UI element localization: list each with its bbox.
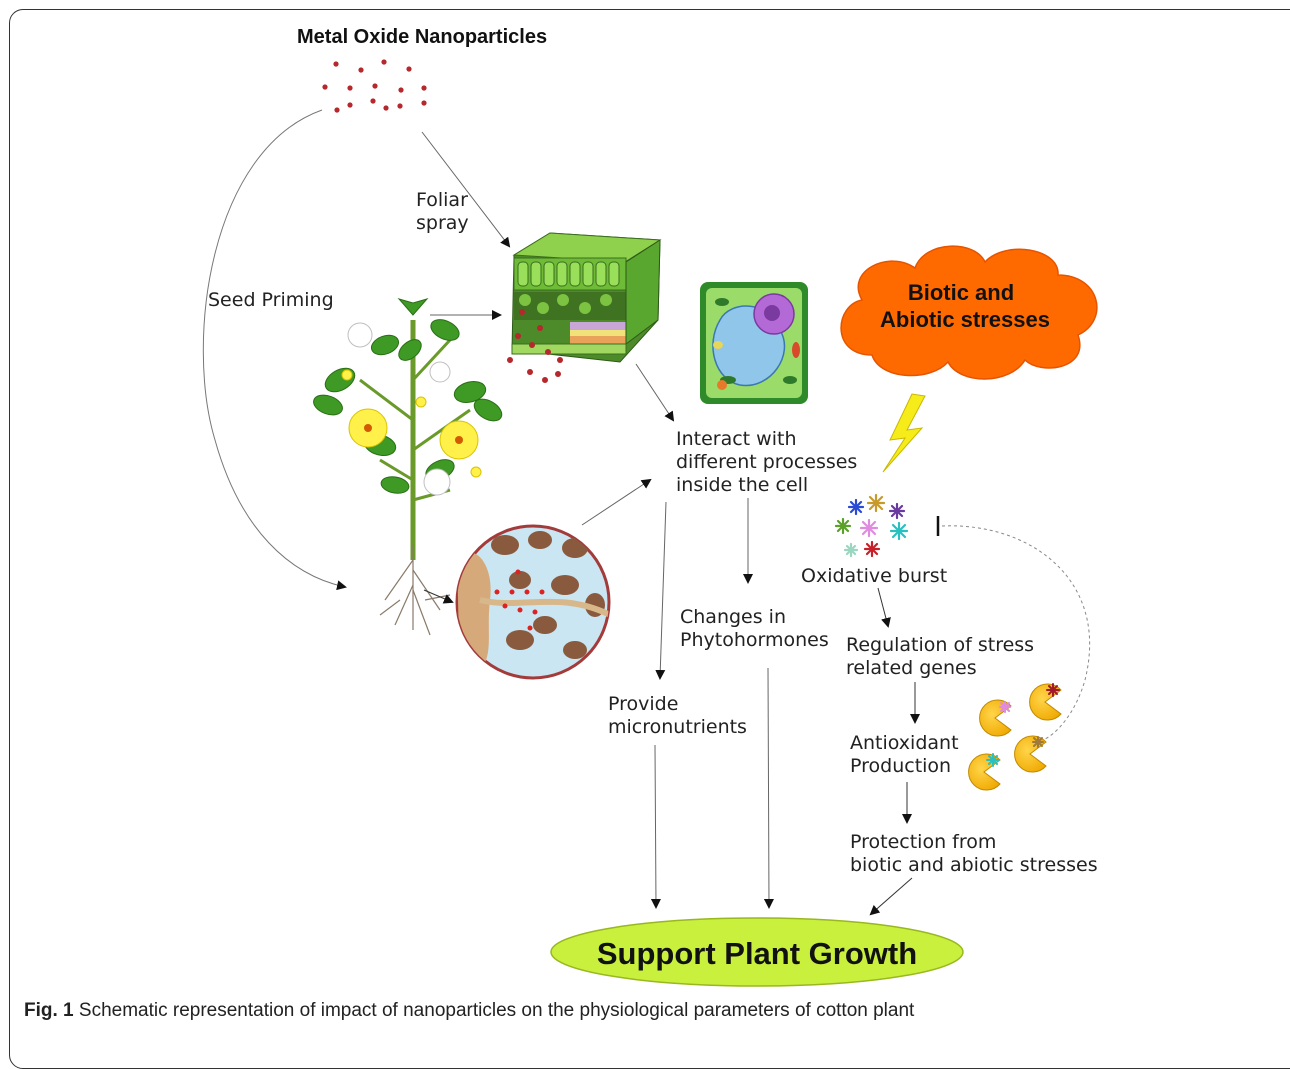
- interact-line2: different processes: [676, 451, 857, 473]
- reactive-oxygen-species-icons: [834, 493, 909, 558]
- nanoparticle-dots: [322, 59, 427, 113]
- regulation-line1: Regulation of stress: [846, 634, 1034, 656]
- feedback-dashed-line: [941, 525, 1091, 741]
- leaf-nanoparticle-dots: [507, 309, 563, 383]
- figure-caption: Fig. 1 Schematic representation of impac…: [24, 1000, 914, 1022]
- soil-zoom-image: [455, 524, 611, 680]
- phytohormones-line2: Phytohormones: [680, 629, 829, 651]
- protection-line1: Protection from: [850, 831, 996, 853]
- cloud-label-line2: Abiotic stresses: [880, 307, 1050, 332]
- root-to-soil-arrow: [423, 589, 454, 604]
- figure-caption-label: Fig. 1: [24, 1000, 74, 1021]
- foliar-label-line2: spray: [416, 212, 469, 234]
- support-growth-label: Support Plant Growth: [597, 936, 917, 971]
- soil-to-cell-arrow: [581, 478, 652, 526]
- support-growth-ellipse: [550, 917, 964, 987]
- phytohormones-to-growth-arrow: [763, 667, 774, 909]
- foliar-label-line1: Foliar: [416, 189, 468, 211]
- interact-line1: Interact with: [676, 428, 797, 450]
- antioxidant-line1: Antioxidant: [850, 732, 959, 754]
- cotton-plant-image: [313, 298, 503, 560]
- plant-roots: [379, 545, 451, 636]
- micronutrients-line2: micronutrients: [608, 716, 747, 738]
- leaf-cross-section-image: [511, 232, 662, 363]
- cotton-flower-right: [439, 420, 479, 460]
- protection-line2: biotic and abiotic stresses: [850, 854, 1098, 876]
- micronutrients-to-growth-arrow: [650, 744, 661, 909]
- protection-to-growth-arrow: [869, 877, 913, 916]
- diagram-canvas: Metal Oxide Nanoparticles Seed Priming F…: [202, 26, 1098, 987]
- nanoparticles-title: Metal Oxide Nanoparticles: [297, 26, 547, 48]
- interact-to-micronutrients-arrow: [655, 501, 667, 680]
- burst-to-regulation-arrow: [877, 587, 891, 628]
- seed-priming-arrow: [202, 109, 347, 591]
- regulation-line2: related genes: [846, 657, 977, 679]
- lightning-icon: [882, 393, 926, 473]
- leaf-to-cell-arrow: [635, 363, 675, 422]
- plant-cell-image: [700, 282, 808, 404]
- cloud-label-line1: Biotic and: [908, 280, 1014, 305]
- antioxidant-enzyme-icons: [968, 683, 1062, 791]
- micronutrients-line1: Provide: [608, 693, 678, 715]
- interact-line3: inside the cell: [676, 474, 808, 496]
- figure-caption-text: Schematic representation of impact of na…: [73, 1000, 915, 1021]
- stress-cloud: Biotic and Abiotic stresses: [840, 245, 1098, 380]
- oxidative-burst-label: Oxidative burst: [801, 565, 947, 587]
- phytohormones-line1: Changes in: [680, 606, 786, 628]
- antioxidant-line2: Production: [850, 755, 951, 777]
- cotton-flower-left: [348, 408, 388, 448]
- seed-priming-label: Seed Priming: [208, 289, 334, 311]
- foliar-spray-arrow: [421, 131, 511, 248]
